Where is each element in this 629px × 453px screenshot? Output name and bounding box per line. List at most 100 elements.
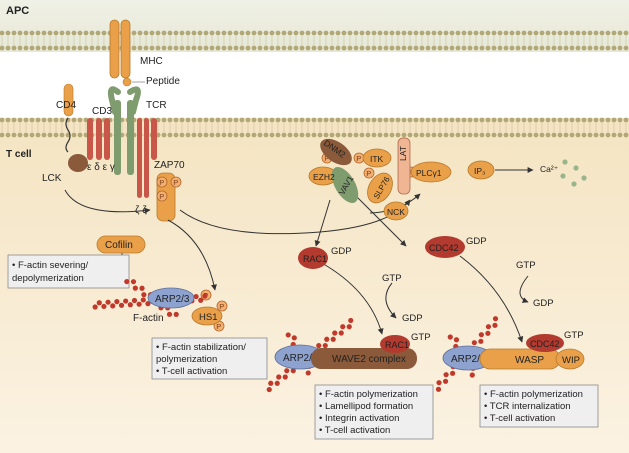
rac1-gdp-out-label: GDP (402, 313, 423, 324)
cofilin-note-line-2: depolymerization (12, 273, 84, 284)
hs1-note-line-3: • T-cell activation (156, 366, 227, 377)
cdc42-active (526, 334, 564, 352)
slp76-protein (367, 172, 393, 204)
ip3-label: IP₃ (474, 166, 486, 176)
tcr-label: TCR (146, 100, 167, 111)
f-actin-label: F-actin (133, 313, 164, 324)
rac1-gdp-label: GDP (331, 246, 352, 257)
zap70-label: ZAP70 (154, 160, 185, 171)
hs1-protein (191, 306, 223, 326)
cdc42-gdp-out-label: GDP (533, 298, 554, 309)
hs1-label: HS1 (199, 312, 217, 323)
gap-background (0, 52, 629, 118)
ca-label: Ca²⁺ (540, 164, 559, 174)
peptide-label: Peptide (146, 76, 180, 87)
cofilin-note-line-1: • F-actin severing/ (12, 260, 89, 271)
cd4-label: CD4 (56, 100, 76, 111)
itk-label: ITK (370, 154, 384, 164)
cdc42-gdp-label: GDP (466, 236, 487, 247)
rac1-gtp-in-label: GTP (382, 273, 402, 284)
wasp-note-line-1: • F-actin polymerization (484, 389, 583, 400)
rac1-label: RAC1 (303, 254, 327, 264)
wave-note-line-4: • T-cell activation (319, 425, 390, 436)
cdc42-gtp-in-label: GTP (516, 260, 536, 271)
phospho-group: P (156, 190, 168, 202)
phospho-group: P (170, 176, 182, 188)
phospho-label: P (216, 322, 221, 331)
wip-label: WIP (562, 355, 580, 366)
ip3-molecule (467, 160, 495, 180)
vav1-protein (331, 166, 359, 204)
wave-note-line-3: • Integrin activation (319, 413, 399, 424)
apc-label: APC (6, 5, 29, 17)
signal-arrows (64, 167, 534, 343)
hs1-note-box: • F-actin stabilization/ polymerization … (151, 337, 268, 380)
mhc-molecule (109, 19, 131, 79)
itk-protein (362, 148, 392, 168)
wave-note-line-2: • Lamellipod formation (319, 401, 413, 412)
phospho-label: P (159, 192, 164, 201)
phospho-group: P (353, 152, 365, 164)
phospho-group: P (363, 167, 375, 179)
phospho-label: P (356, 154, 361, 163)
phospho-label: P (159, 178, 164, 187)
wasp-note-line-2: • TCR internalization (484, 401, 571, 412)
plcg1-protein (410, 161, 452, 183)
wave-note-line-1: • F-actin polymerization (319, 389, 418, 400)
wave2-complex (311, 348, 417, 369)
rac1-active-gtp-label: GTP (411, 332, 431, 343)
phospho-label: P (366, 169, 371, 178)
wave-note-box: • F-actin polymerization • Lamellipod fo… (314, 384, 434, 440)
tcell-label: T cell (6, 149, 32, 160)
nck-label: NCK (387, 207, 405, 217)
phospho-label: P (219, 302, 224, 311)
lck-label: LCK (42, 173, 62, 184)
mhc-label: MHC (140, 56, 163, 67)
wasp-label: WASP (515, 355, 544, 366)
cdc42-label: CDC42 (429, 243, 459, 253)
phospho-label: P (324, 154, 329, 163)
rac1-protein (298, 247, 328, 269)
lat-protein (397, 137, 411, 195)
cdc42-active-label: CDC42 (530, 339, 560, 349)
cd3-label: CD3 (92, 106, 112, 117)
cd3-chain-labels: ε δ ε γ (87, 162, 115, 173)
arp23-left-label: ARP2/3 (155, 294, 190, 305)
wasp-note-line-3: • T-cell activation (484, 413, 555, 424)
hs1-note-line-2: polymerization (156, 354, 217, 365)
nck-protein (383, 201, 409, 221)
apc-membrane (0, 30, 629, 51)
lat-label: LAT (398, 146, 408, 161)
peptide (122, 77, 132, 87)
hs1-note-line-1: • F-actin stabilization/ (156, 342, 246, 353)
wip-protein (555, 348, 585, 370)
cofilin-label: Cofilin (105, 240, 133, 251)
cd4-molecule (63, 83, 74, 153)
phospho-group: P (156, 176, 168, 188)
arp23-left (147, 287, 195, 309)
cdc42-active-gtp-label: GTP (564, 330, 584, 341)
lck-protein (68, 154, 88, 172)
tcr-molecule (107, 86, 149, 198)
dnm2-protein (320, 138, 352, 166)
arp23-wave-label: ARP2/3 (283, 353, 318, 364)
cofilin-protein (96, 235, 146, 254)
cofilin-note-box: • F-actin severing/ depolymerization (7, 254, 130, 289)
cd3-chains (87, 118, 157, 160)
rac1-active-label: RAC1 (385, 340, 409, 350)
arp23-wasp-label: ARP2/3 (451, 354, 486, 365)
calcium-ions (560, 159, 587, 187)
ezh2-label: EZH2 (313, 172, 335, 182)
phospho-group: P (216, 300, 228, 312)
wave2-label: WAVE2 complex (332, 354, 406, 365)
cdc42-protein (425, 236, 465, 258)
rac1-active (380, 335, 410, 353)
wasp-note-box: • F-actin polymerization • TCR internali… (479, 384, 599, 428)
phospho-label: P (173, 178, 178, 187)
apc-background (0, 0, 629, 52)
f-actin-filament (435, 316, 499, 392)
plcg1-label: PLCγ1 (416, 168, 442, 178)
signalosome (308, 137, 495, 221)
